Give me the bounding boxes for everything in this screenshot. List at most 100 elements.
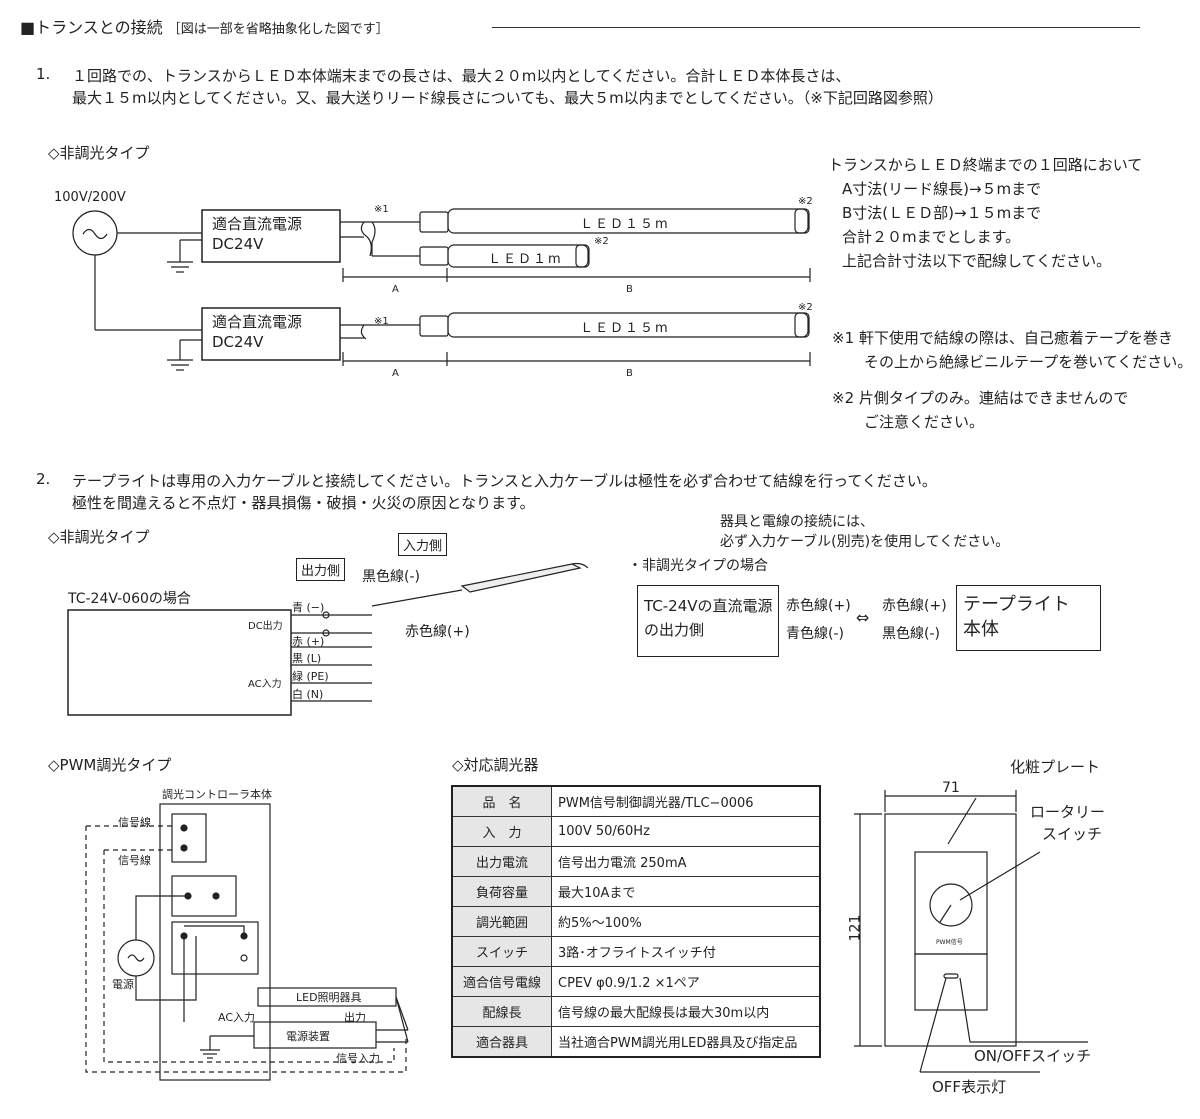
- header-marker: ■: [20, 18, 36, 37]
- spec-key: 入 力: [452, 816, 552, 847]
- spec-key: 適合信号電線: [452, 966, 552, 997]
- spec-key: 配線長: [452, 996, 552, 1027]
- rotary-line1: ロータリー: [1030, 803, 1106, 821]
- spec-row: 調光範囲約5%〜100%: [452, 906, 820, 937]
- spec-value: 信号出力電流 250mA: [551, 846, 820, 877]
- terminal-white: 白 (N): [292, 688, 324, 701]
- psu2-line2: DC24V: [212, 333, 264, 351]
- polarity-arrow: ⇔: [856, 608, 870, 627]
- right-red-wire: 赤色線(+): [882, 598, 947, 614]
- note-mark-2a: ※2: [798, 196, 813, 207]
- led-label-1: ＬＥＤ１５m: [580, 217, 670, 232]
- spec-row: 出力電流信号出力電流 250mA: [452, 846, 820, 877]
- terminal-black: 黒 (L): [292, 652, 322, 665]
- section2-line2: 極性を間違えると不点灯・器具損傷・破損・火災の原因となります。: [72, 494, 535, 512]
- section1-line1: １回路での、トランスからＬＥＤ本体端末までの長さは、最大２０m以内としてください…: [72, 67, 851, 85]
- header-title: トランスとの接続: [35, 18, 163, 37]
- header-note: ［図は一部を省略抽象化した図です］: [167, 22, 389, 37]
- ac-input-pwm: AC入力: [218, 1011, 256, 1024]
- dimmer-subtitle: ◇対応調光器: [452, 756, 539, 774]
- led-label-3: ＬＥＤ１５m: [580, 321, 670, 336]
- dimmer-plate-drawing: [854, 790, 1088, 1073]
- decor-plate-label: 化粧プレート: [1010, 758, 1101, 776]
- pwm-subtitle: ◇PWM調光タイプ: [48, 756, 172, 774]
- spec-value: PWM信号制御調光器/TLC−0006: [551, 786, 820, 817]
- note-mark-2b: ※2: [594, 236, 609, 247]
- psu2-line1: 適合直流電源: [212, 313, 303, 331]
- led-fixture-label: LED照明器具: [296, 991, 362, 1004]
- psu2-label: 適合直流電源 DC24V: [212, 312, 302, 352]
- spec-value: 約5%〜100%: [551, 906, 820, 937]
- pwm-signal-tag: PWM信号: [936, 939, 963, 946]
- psu-pwm-label: 電源装置: [286, 1030, 330, 1043]
- section1-line2: 最大１５m以内としてください。又、最大送りリード線長さについても、最大５m以内ま…: [72, 89, 943, 107]
- circuit-note-wire: 上記合計寸法以下で配線してください。: [842, 252, 1112, 270]
- note-mark-1b: ※1: [374, 316, 389, 327]
- plate-height: 121: [847, 914, 864, 942]
- footnote-1-line2: その上から絶縁ビニルテープを巻いてください。: [864, 353, 1193, 371]
- psu-output-line1: TC-24Vの直流電源: [644, 597, 773, 615]
- psu-output-box: TC-24Vの直流電源 の出力側: [637, 585, 779, 657]
- spec-key: 適合器具: [452, 1026, 552, 1057]
- footnote-2: ※2 片側タイプのみ。連結はできませんので ご注意ください。: [832, 386, 1128, 434]
- rotary-line2: スイッチ: [1042, 825, 1103, 843]
- off-lamp-label: OFF表示灯: [932, 1078, 1007, 1096]
- spec-key: 負荷容量: [452, 876, 552, 907]
- output-pwm: 出力: [344, 1011, 366, 1024]
- dim-b-upper: B: [626, 284, 633, 295]
- output-side-label: 出力側: [296, 558, 346, 581]
- section2-number: 2.: [36, 470, 51, 488]
- dim-a-upper: A: [392, 284, 399, 295]
- psu-output-line2: の出力側: [644, 621, 705, 639]
- circuit-note-a: A寸法(リード線長)→５mまで: [842, 180, 1042, 198]
- tape-light-line2: 本体: [963, 619, 999, 640]
- spec-row: 負荷容量最大10Aまで: [452, 876, 820, 907]
- rotary-switch-label: ロータリー スイッチ: [1030, 801, 1105, 845]
- onoff-switch-label: ON/OFFスイッチ: [974, 1047, 1092, 1065]
- model-label: TC-24V-060の場合: [68, 591, 191, 607]
- ac-input-label: AC入力: [248, 679, 282, 690]
- spec-key: 品 名: [452, 786, 552, 817]
- spec-key: スイッチ: [452, 936, 552, 967]
- spec-key: 出力電流: [452, 846, 552, 877]
- case-label: ・非調光タイプの場合: [628, 558, 768, 574]
- circuit-note-title: トランスからＬＥＤ終端までの１回路において: [828, 156, 1143, 174]
- dc-output-label: DC出力: [248, 621, 283, 632]
- dim-b-lower: B: [626, 368, 633, 379]
- psu1-label: 適合直流電源 DC24V: [212, 214, 302, 254]
- input-side-label: 入力側: [398, 533, 448, 556]
- signal-wire-2: 信号線: [118, 854, 151, 867]
- signal-input-label: 信号入力: [336, 1052, 380, 1065]
- circuit-note-total: 合計２０mまでとします。: [842, 228, 1021, 246]
- header-rule: [492, 27, 1140, 28]
- tape-light-line1: テープライト: [963, 594, 1070, 615]
- supply-voltage: 100V/200V: [54, 190, 126, 205]
- led-label-2: ＬＥＤ１m: [488, 252, 563, 267]
- section1-number: 1.: [36, 65, 51, 83]
- circuit-note: トランスからＬＥＤ終端までの１回路において A寸法(リード線長)→５mまで B寸…: [828, 153, 1142, 273]
- spec-row: 配線長信号線の最大配線長は最大30m以内: [452, 996, 820, 1027]
- note-mark-2c: ※2: [798, 302, 813, 313]
- spec-key: 調光範囲: [452, 906, 552, 937]
- footnote-1-line1: ※1 軒下使用で結線の際は、自己癒着テープを巻き: [832, 329, 1173, 347]
- spec-value: 100V 50/60Hz: [551, 816, 820, 847]
- spec-value: 当社適合PWM調光用LED器具及び指定品: [551, 1026, 820, 1057]
- controller-label: 調光コントローラ本体: [162, 788, 272, 801]
- section2-line1: テープライトは専用の入力ケーブルと接続してください。トランスと入力ケーブルは極性…: [72, 472, 937, 490]
- plate-width: 71: [942, 780, 960, 796]
- dim-a-lower: A: [392, 368, 399, 379]
- signal-wire-1: 信号線: [118, 816, 151, 829]
- section-header: ■トランスとの接続 ［図は一部を省略抽象化した図です］: [20, 14, 389, 38]
- section2-subtitle: ◇非調光タイプ: [48, 528, 150, 546]
- terminal-red: 赤 (+): [292, 635, 325, 648]
- terminal-green: 緑 (PE): [292, 670, 329, 683]
- power-source-label: 電源: [112, 978, 134, 991]
- psu1-line2: DC24V: [212, 235, 264, 253]
- section1-subtitle: ◇非調光タイプ: [48, 144, 150, 162]
- footnote-2-line1: ※2 片側タイプのみ。連結はできませんので: [832, 389, 1129, 407]
- spec-value: 3路･オフライトスイッチ付: [551, 936, 820, 967]
